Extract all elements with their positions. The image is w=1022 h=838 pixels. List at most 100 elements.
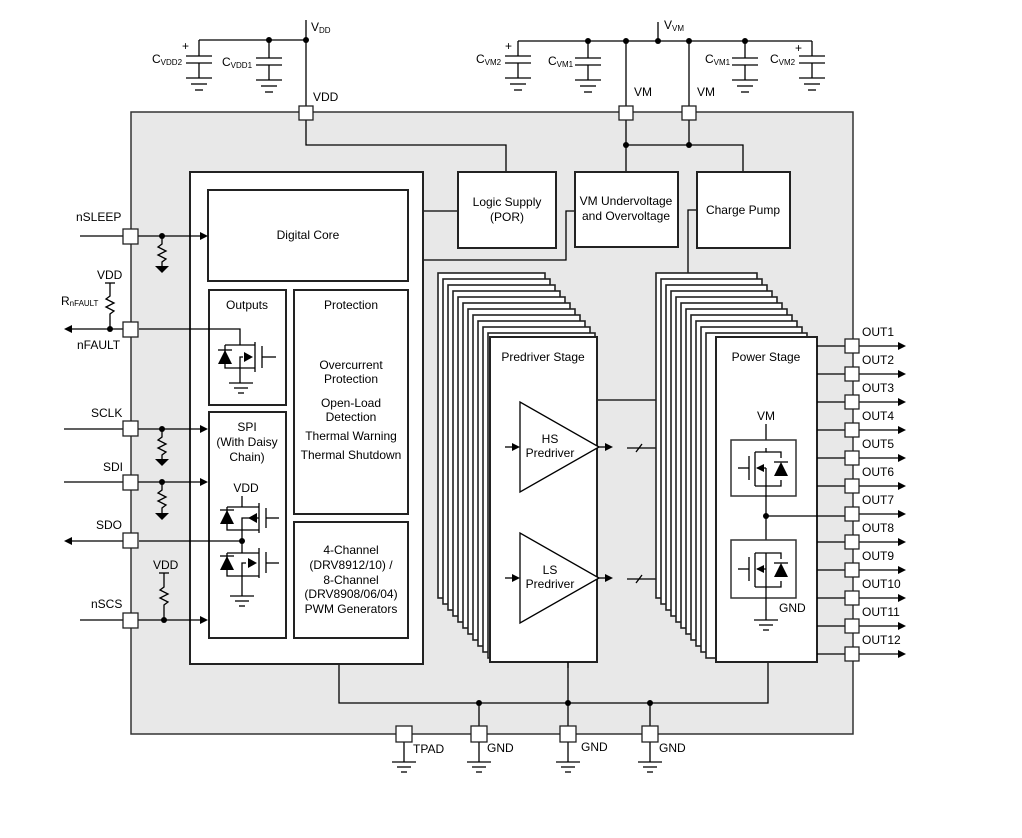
output-pin [844,506,860,522]
power-stage-fets [730,424,845,631]
output-arrow-icon [898,342,906,350]
output-pin [844,366,860,382]
sclk-pin [122,420,139,437]
gnd-label: GND [659,741,686,755]
cvm2-right-polarity: + [795,41,802,55]
protection-line: Open-Load [321,396,381,410]
spi-block [208,411,287,639]
output-arrow-icon [898,566,906,574]
spi-label: Chain) [229,450,264,464]
vm-pin1-label: VM [634,85,652,99]
predriver-to-power-bus [567,443,656,668]
nsleep-pin [122,228,139,245]
vm-pin-1 [618,105,634,121]
vm-supply-label: VVM [664,18,684,33]
vdd-supply-label: VDD [311,20,331,35]
output-arrow-icon [898,510,906,518]
cvm2-right-label: CVM2 [770,52,796,67]
spi-label: (With Daisy [216,435,277,449]
vm-supply-network [505,22,825,112]
ls-predriver-label: Predriver [526,577,575,591]
sdi-label: SDI [103,460,123,474]
charge-pump-label: Charge Pump [706,203,780,217]
nscs-pin [122,612,139,629]
vm-pin2-label: VM [697,85,715,99]
rnfault-label: RnFAULT [61,294,99,308]
protection-block [293,289,409,515]
output-arrow-icon [898,426,906,434]
output-arrow-icon [898,398,906,406]
vm-uvov-label: and Overvoltage [582,209,670,223]
predriver-title: Predriver Stage [501,350,585,364]
pwm-label: 4-Channel [323,543,378,557]
sclk-label: SCLK [91,406,122,420]
logic-supply-label: (POR) [490,210,524,224]
sdo-label: SDO [96,518,122,532]
power-stage-gnd-label: GND [779,601,806,615]
spi-label: SPI [237,420,256,434]
output-pin-label: OUT7 [862,493,894,507]
output-arrow-icon [898,370,906,378]
vdd-supply-network [186,20,309,112]
output-pins: OUT1OUT2OUT3OUT4OUT5OUT6OUT7OUT8OUT9OUT1… [817,325,906,662]
outputs-nmos-icon [139,328,276,394]
output-pin [844,394,860,410]
protection-line: Protection [324,372,378,386]
output-pin-label: OUT1 [862,325,894,339]
hs-predriver-label: HS [542,432,559,446]
pwm-label: (DRV8908/06/04) [304,587,397,601]
protection-title: Protection [324,298,378,312]
digital-core-label: Digital Core [277,228,340,242]
output-pin-label: OUT4 [862,409,894,423]
outputs-block [208,289,287,406]
vdd-pin [298,105,314,121]
pwm-label: (DRV8912/10) / [309,558,393,572]
output-arrow-icon [898,454,906,462]
power-stage-vm-label: VM [757,409,775,423]
output-arrow-icon [898,594,906,602]
logic-supply-block [457,171,557,249]
nscs-pullup-vdd-label: VDD [153,558,179,572]
digital-core-block [207,189,409,282]
nfault-pin [122,321,139,338]
logic-supply-label: Logic Supply [473,195,542,209]
sdi-pin [122,474,139,491]
nfault-pullup-vdd-label: VDD [97,268,123,282]
output-pin [844,618,860,634]
hs-predriver-label: Predriver [526,446,575,460]
output-pin-label: OUT12 [862,633,901,647]
pwm-label: 8-Channel [323,573,378,587]
gnd-pin-3 [641,725,659,743]
output-pin [844,478,860,494]
cvdd2-label: CVDD2 [152,52,183,67]
output-pin [844,562,860,578]
cvdd1-label: CVDD1 [222,55,253,70]
output-pin-label: OUT8 [862,521,894,535]
cvm2-left-label: CVM2 [476,52,502,67]
output-pin [844,338,860,354]
cvm1-left-label: CVM1 [548,54,574,69]
protection-line: Detection [326,410,377,424]
output-pin-label: OUT10 [862,577,901,591]
vm-uvov-block [574,171,679,248]
gnd-pin-2 [559,725,577,743]
nscs-label: nSCS [91,597,122,611]
output-pin-label: OUT5 [862,437,894,451]
power-stage-title: Power Stage [732,350,801,364]
output-pin [844,422,860,438]
output-arrow-icon [898,650,906,658]
protection-line: Overcurrent [319,358,383,372]
output-pin [844,450,860,466]
vm-uvov-label: VM Undervoltage [580,194,673,208]
ls-predriver-amplifier [505,531,613,625]
bottom-pins [392,741,662,773]
protection-line: Thermal Shutdown [301,448,402,462]
spi-push-pull-icon [139,496,279,607]
output-pin [844,646,860,662]
output-pin [844,590,860,606]
predriver-stage-block [489,336,598,663]
left-pin-wiring [64,232,208,624]
output-pin-label: OUT9 [862,549,894,563]
gnd-pin-1 [470,725,488,743]
